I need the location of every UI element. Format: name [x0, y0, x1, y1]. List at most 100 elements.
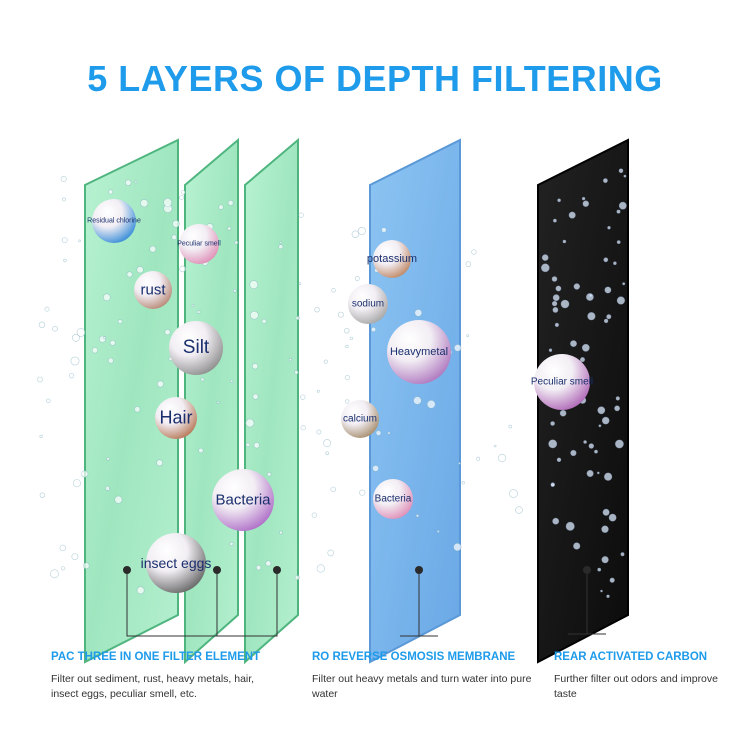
droplet	[300, 425, 306, 431]
droplet	[603, 472, 613, 481]
droplet	[620, 552, 625, 557]
droplet	[616, 240, 621, 245]
droplet	[573, 283, 580, 290]
droplet	[616, 296, 626, 305]
droplet	[46, 398, 51, 403]
droplet	[556, 457, 562, 462]
droplet	[349, 336, 354, 340]
droplet	[354, 276, 360, 281]
droplet	[493, 444, 497, 448]
droplet	[82, 562, 90, 570]
droplet	[540, 263, 550, 273]
droplet	[375, 430, 382, 436]
droplet	[134, 180, 138, 184]
droplet	[265, 560, 272, 567]
droplet	[278, 244, 284, 250]
pac-filter-panels	[84, 137, 299, 665]
potassium-bubble	[373, 240, 411, 278]
droplet	[509, 489, 518, 498]
droplet	[78, 239, 81, 243]
droplet	[39, 492, 46, 498]
droplet	[61, 237, 68, 243]
pac-description: Filter out sediment, rust, heavy metals,…	[51, 673, 255, 700]
droplet	[227, 226, 232, 231]
contaminant-bubbles	[92, 199, 590, 593]
droplet	[52, 325, 58, 332]
droplet	[515, 506, 523, 514]
pac-panel-2	[184, 137, 239, 665]
droplet	[106, 457, 110, 461]
droplet	[294, 575, 300, 581]
droplet	[316, 389, 320, 393]
droplet	[105, 485, 110, 491]
droplet	[62, 197, 66, 202]
pac-heading: PAC THREE IN ONE FILTER ELEMENT	[51, 651, 261, 663]
pointer-dots	[123, 566, 591, 574]
droplet	[249, 280, 259, 290]
droplet	[157, 380, 165, 388]
droplet	[316, 429, 322, 435]
droplet	[551, 300, 558, 307]
droplet	[179, 195, 184, 200]
droplet	[149, 245, 157, 253]
heavymetal-bubble	[387, 320, 451, 384]
droplet	[597, 567, 602, 572]
droplet	[453, 542, 462, 552]
droplet	[136, 586, 145, 595]
droplet	[613, 261, 617, 266]
droplet	[344, 375, 350, 381]
droplet	[252, 393, 259, 400]
droplet	[323, 359, 328, 364]
droplet	[72, 479, 81, 488]
ro-description: Filter out heavy metals and turn water i…	[312, 673, 532, 700]
ro-heading: RO REVERSE OSMOSIS MEMBRANE	[312, 651, 516, 663]
droplet	[60, 176, 67, 183]
droplet	[59, 544, 66, 552]
droplet	[550, 482, 555, 487]
droplet	[618, 201, 627, 210]
droplet	[553, 218, 557, 223]
droplet	[39, 434, 43, 439]
droplet	[245, 442, 251, 447]
droplet	[583, 440, 587, 444]
droplet	[76, 328, 86, 337]
droplet	[604, 286, 612, 294]
droplet	[229, 541, 234, 546]
pointer-lines	[126, 570, 606, 637]
droplet	[573, 542, 581, 550]
droplet	[387, 431, 391, 435]
droplet	[594, 449, 598, 454]
droplet	[552, 294, 560, 302]
droplet	[300, 394, 306, 400]
droplet	[614, 405, 620, 412]
droplet	[426, 399, 436, 409]
sodium-bubble	[348, 284, 388, 324]
droplet	[255, 564, 262, 571]
droplet	[327, 549, 335, 557]
droplet	[60, 566, 66, 571]
droplet	[44, 306, 50, 312]
droplet	[587, 312, 596, 321]
droplet	[466, 334, 470, 338]
rust-bubble	[134, 271, 172, 309]
droplet	[294, 370, 299, 375]
droplet	[458, 462, 461, 465]
droplet	[126, 271, 133, 278]
bacteria-bubble	[373, 479, 413, 519]
hair-bubble	[155, 397, 197, 439]
droplet	[267, 472, 272, 477]
droplet	[552, 306, 559, 313]
droplet	[91, 347, 98, 354]
droplet	[311, 512, 317, 518]
droplet	[250, 310, 259, 320]
droplet	[601, 525, 609, 533]
droplet	[70, 356, 80, 366]
droplet	[596, 471, 600, 475]
droplet	[172, 220, 180, 228]
droplet	[570, 449, 577, 457]
droplet	[498, 453, 507, 463]
droplet	[618, 168, 624, 174]
droplet	[550, 421, 555, 426]
droplet	[107, 357, 114, 364]
